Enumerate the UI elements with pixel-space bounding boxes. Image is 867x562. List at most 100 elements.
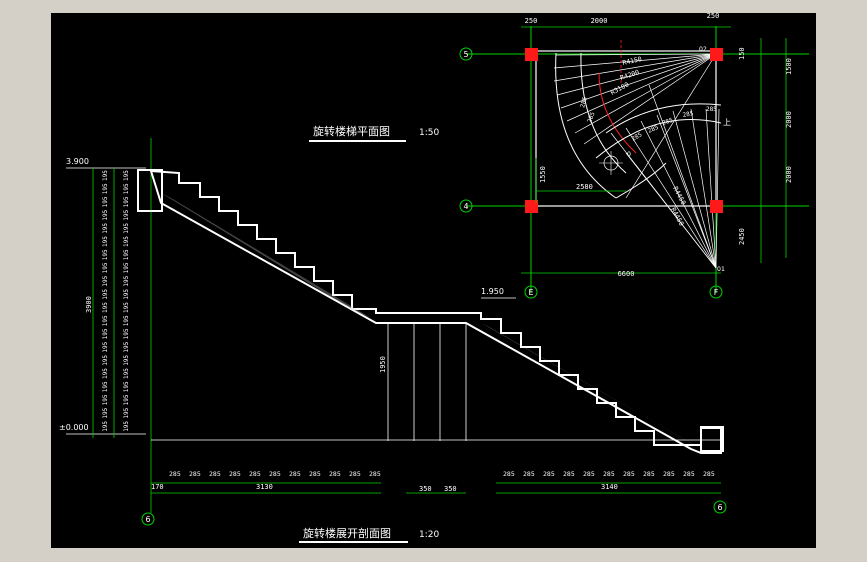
axis-bubble: [459, 47, 473, 61]
riser-dim-text: 195: [102, 236, 109, 247]
tread-dim-text: 285: [543, 470, 555, 478]
axis-label: F: [714, 288, 719, 297]
step-text: 285: [586, 111, 596, 124]
riser-dim-text: 195: [102, 183, 109, 194]
tread-dim-text: 285: [289, 470, 301, 478]
axis-bubble: [524, 285, 538, 299]
tread-dim-text: 285: [189, 470, 201, 478]
radius-text: R4150: [622, 55, 643, 67]
tread-dim-text: 285: [169, 470, 181, 478]
section-scale: 1:20: [419, 530, 439, 540]
tread-dim-text: 285: [523, 470, 535, 478]
tread-dimension-chain: 285 285 285 285 285 285 285 285 285 285 285 285 285 2…: [169, 470, 715, 478]
tread-dim-text: 285: [643, 470, 655, 478]
riser-dim-text: 195: [123, 315, 130, 326]
tread-dim-text: 285: [703, 470, 715, 478]
dim-text: 2000: [785, 111, 793, 128]
riser-dim-text: 195: [102, 196, 109, 207]
dim-text: 150: [738, 47, 746, 60]
dim-text: 1500: [785, 58, 793, 75]
riser-dim-text: 195: [123, 302, 130, 313]
riser-dim-text: 195: [123, 407, 130, 418]
riser-dim-text: 195: [123, 289, 130, 300]
riser-dim-text: 195: [102, 407, 109, 418]
dim-text: 2450: [738, 228, 746, 245]
plan-scale: 1:50: [419, 128, 439, 138]
riser-dim-text: 195: [123, 381, 130, 392]
riser-dim-text: 195: [102, 341, 109, 352]
tread-dim-text: 285: [503, 470, 515, 478]
tread-dim-text: 285: [683, 470, 695, 478]
dim-text: 350: [444, 485, 457, 493]
plan-title: 旋转楼梯平面图: [313, 124, 390, 138]
section-title: 旋转楼展开剖面图: [303, 526, 391, 540]
level-mid: 1.950: [481, 287, 504, 296]
axis-bubble: [709, 285, 723, 299]
riser-dim-text: 195: [102, 328, 109, 339]
point-label: O1: [717, 265, 725, 273]
riser-dim-text: 195: [123, 170, 130, 181]
riser-dim-text: 195: [102, 262, 109, 273]
step-text: 285: [579, 96, 589, 109]
axis-label: 6: [145, 515, 150, 524]
dim-text: 170: [151, 483, 164, 491]
tread-dim-text: 285: [583, 470, 595, 478]
tread-dim-text: 285: [229, 470, 241, 478]
point-label: O2: [699, 45, 707, 53]
column-marker: [525, 200, 538, 213]
step-text: 285: [682, 110, 694, 119]
axis-label: 4: [463, 202, 468, 211]
riser-dimension-chain: 195 195 195 195 195 195 195 195 195 195 195 195 195 1…: [102, 170, 130, 432]
column-marker: [525, 48, 538, 61]
riser-dim-text: 195: [102, 249, 109, 260]
riser-dim-text: 195: [123, 421, 130, 432]
dim-text: 2580: [576, 183, 593, 191]
dim-text: 250: [525, 17, 538, 25]
riser-dim-text: 195: [102, 302, 109, 313]
dim-text: 1550: [539, 166, 547, 183]
riser-dim-text: 195: [123, 236, 130, 247]
riser-dim-text: 195: [123, 249, 130, 260]
dim-text: 6600: [618, 270, 635, 278]
riser-dim-text: 195: [123, 394, 130, 405]
dim-text: 3140: [601, 483, 618, 491]
riser-dim-text: 195: [102, 315, 109, 326]
dim-text: 1950: [379, 356, 387, 373]
tread-dim-text: 285: [663, 470, 675, 478]
riser-dim-text: 195: [102, 394, 109, 405]
axis-label: E: [528, 288, 533, 297]
riser-dim-text: 195: [123, 368, 130, 379]
column-marker: [710, 48, 723, 61]
tread-dim-text: 285: [329, 470, 341, 478]
dim-text: 3130: [256, 483, 273, 491]
riser-dim-text: 195: [123, 262, 130, 273]
dim-text: 2000: [591, 17, 608, 25]
tread-dim-text: 285: [603, 470, 615, 478]
riser-dim-text: 195: [123, 183, 130, 194]
step-text: 285: [647, 124, 660, 135]
step-text: 285: [661, 117, 674, 127]
axis-bubble: [713, 500, 727, 514]
riser-dim-text: 195: [123, 275, 130, 286]
column-marker: [710, 200, 723, 213]
riser-dim-text: 195: [123, 209, 130, 220]
tread-dim-text: 285: [209, 470, 221, 478]
axis-bubble: [141, 512, 155, 526]
tread-dim-text: 285: [269, 470, 281, 478]
cad-viewport[interactable]: 5 4 E F 250 2000 250 6600 150 1500 2000 …: [51, 13, 816, 548]
point-label: O: [627, 150, 631, 158]
radius-text: R4200: [619, 68, 640, 82]
riser-dim-text: 195: [102, 421, 109, 432]
tread-dim-text: 285: [623, 470, 635, 478]
tread-dim-text: 285: [349, 470, 361, 478]
cad-drawing: 5 4 E F 250 2000 250 6600 150 1500 2000 …: [59, 13, 809, 543]
axis-bubble: [459, 199, 473, 213]
riser-dim-text: 195: [102, 289, 109, 300]
riser-dim-text: 195: [102, 355, 109, 366]
tread-dim-text: 285: [309, 470, 321, 478]
dim-text: 250: [707, 13, 720, 20]
riser-dim-text: 195: [123, 328, 130, 339]
up-arrow-label: 上: [723, 118, 731, 127]
riser-dim-text: 195: [102, 381, 109, 392]
